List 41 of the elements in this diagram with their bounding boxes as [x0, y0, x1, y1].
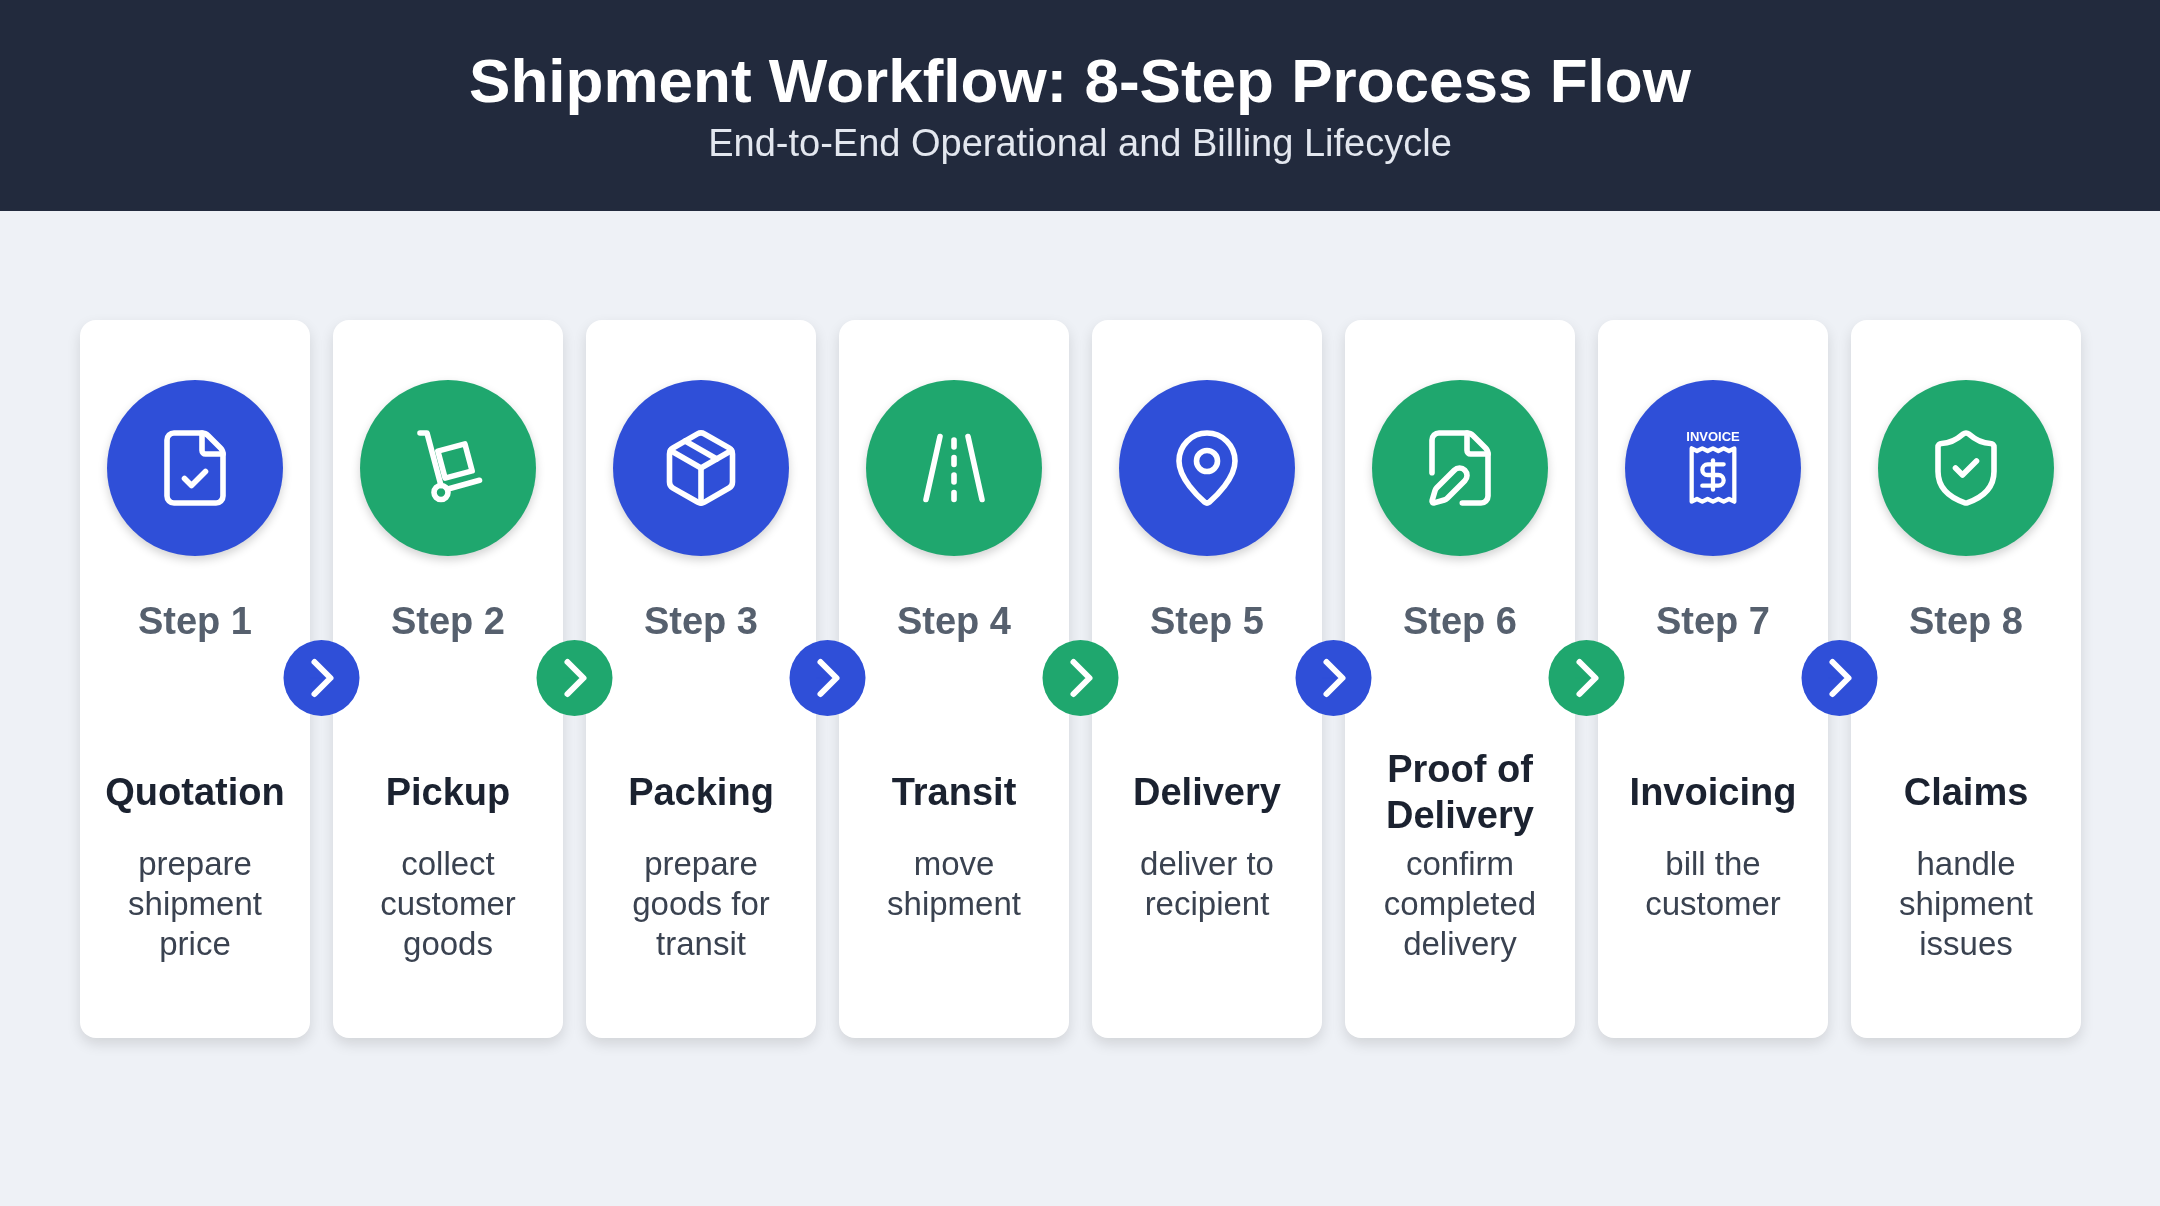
step-title: Claims	[1902, 770, 2030, 815]
step-description: collect customer goods	[379, 844, 517, 964]
step-number: Step 6	[1402, 602, 1517, 640]
step-title: Packing	[627, 770, 775, 815]
step-card	[586, 320, 816, 1038]
subtitle: End-to-End Operational and Billing Lifecycle	[708, 123, 1452, 162]
step-number: Step 3	[643, 602, 758, 640]
chevron-connector	[1295, 640, 1372, 716]
step-description: confirm completed delivery	[1382, 844, 1538, 964]
chevron-connector	[536, 640, 613, 716]
chevron-connector	[283, 640, 360, 716]
step-card	[1598, 320, 1828, 1038]
step-card	[839, 320, 1069, 1038]
chevron-connector	[1042, 640, 1119, 716]
step-number: Step 8	[1908, 602, 2023, 640]
step-number: Step 7	[1655, 602, 1770, 640]
step-number: Step 5	[1149, 602, 1264, 640]
invoice-label: INVOICE	[1686, 429, 1740, 443]
chevron-connector	[789, 640, 866, 716]
step-description: handle shipment issues	[1898, 844, 2034, 964]
step-title: Pickup	[384, 770, 512, 815]
step-description: bill the customer	[1644, 844, 1782, 924]
step-number: Step 1	[137, 602, 252, 640]
step-title: Proof of Delivery	[1385, 747, 1535, 838]
step-title: Transit	[890, 770, 1018, 815]
step-title: Delivery	[1132, 770, 1282, 815]
step-description: prepare goods for transit	[631, 844, 771, 964]
step-card	[1851, 320, 2081, 1038]
step-card	[333, 320, 563, 1038]
step-number: Step 2	[390, 602, 505, 640]
step-card	[1092, 320, 1322, 1038]
step-title: Quotation	[104, 770, 286, 815]
step-number: Step 4	[896, 602, 1011, 640]
step-card	[1345, 320, 1575, 1038]
step-description: prepare shipment price	[127, 844, 263, 964]
chevron-connector	[1548, 640, 1625, 716]
step-description: move shipment	[886, 844, 1022, 924]
step-description: deliver to recipient	[1139, 844, 1275, 924]
chevron-connector	[1801, 640, 1878, 716]
step-card	[80, 320, 310, 1038]
step-title: Invoicing	[1628, 770, 1798, 815]
